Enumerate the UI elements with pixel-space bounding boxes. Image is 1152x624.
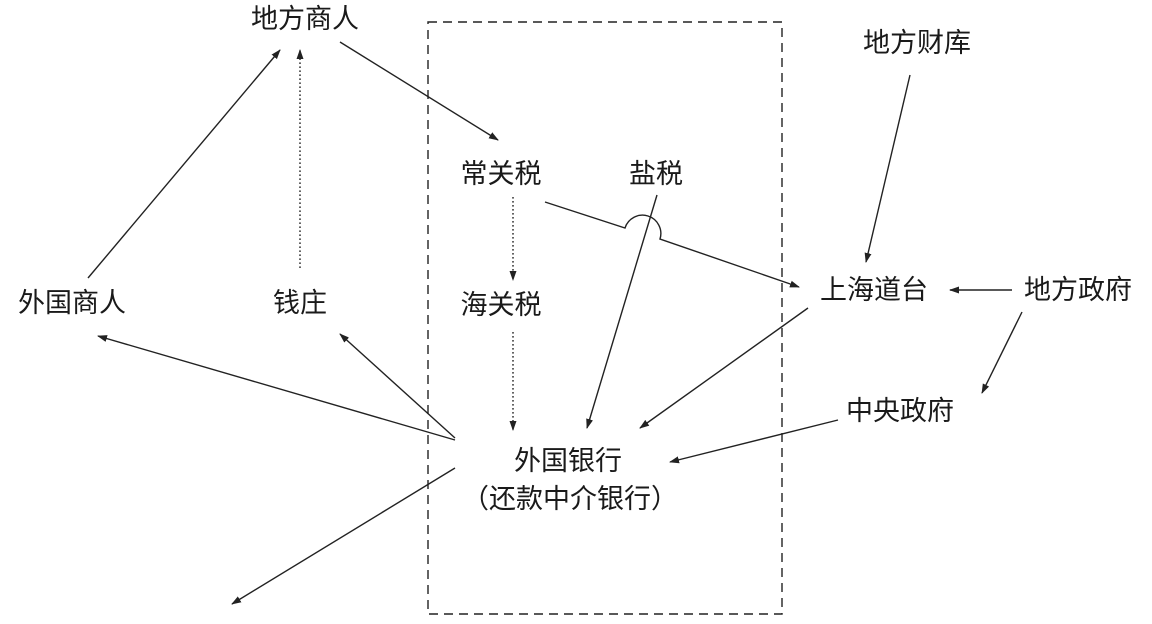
node-salt-tax: 盐税 <box>629 159 683 190</box>
dashed-boundary-box <box>427 21 783 615</box>
edge-foreign-bank-to-native-bank <box>339 333 456 439</box>
edge-local-treasury-to-shanghai-daotai <box>864 74 911 263</box>
edge-central-government-to-foreign-bank <box>669 419 839 464</box>
node-shanghai-daotai: 上海道台 <box>820 275 928 306</box>
edge-local-merchants-to-customs-tax <box>339 41 499 141</box>
node-maritime-customs-tax: 海关税 <box>461 290 542 321</box>
edge-local-government-to-central-government <box>981 311 1023 394</box>
node-local-government: 地方政府 <box>1024 275 1132 306</box>
edge-foreign-bank-outward <box>231 467 456 605</box>
node-foreign-bank-note: （还款中介银行） <box>462 484 678 515</box>
node-central-government: 中央政府 <box>846 396 954 427</box>
node-local-merchants: 地方商人 <box>251 4 359 35</box>
edge-foreign-bank-to-foreign-merchants <box>97 335 456 441</box>
edge-foreign-merchants-to-local-merchants <box>87 49 281 279</box>
node-foreign-bank: 外国银行 <box>514 446 622 477</box>
edge-salt-tax-to-foreign-bank <box>586 194 658 429</box>
node-customs-tax: 常关税 <box>461 159 542 190</box>
node-local-treasury: 地方财库 <box>863 28 971 59</box>
edge-customs-tax-to-shanghai-daotai <box>544 201 800 288</box>
edge-shanghai-daotai-to-foreign-bank <box>639 307 809 429</box>
node-foreign-merchants: 外国商人 <box>18 288 126 319</box>
node-native-bank: 钱庄 <box>273 288 327 319</box>
